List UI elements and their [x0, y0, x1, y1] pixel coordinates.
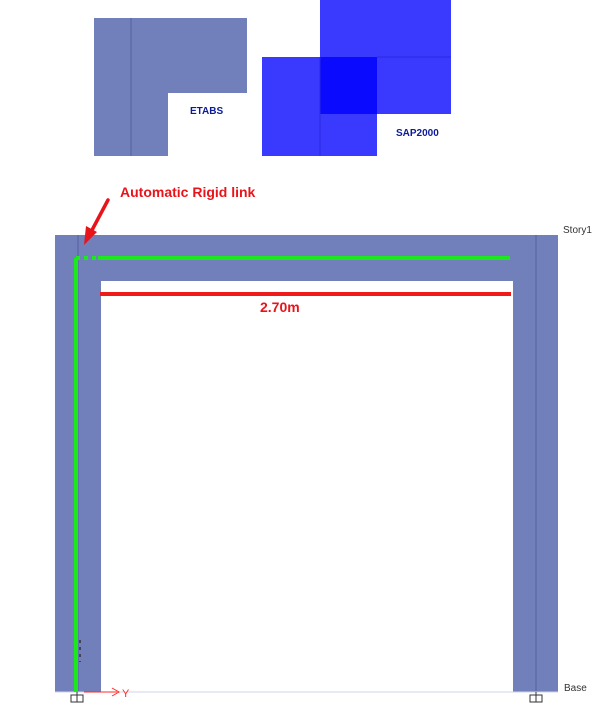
- etabs-l-shape: [94, 18, 247, 156]
- left-support-icon: [70, 692, 84, 703]
- etabs-section: [94, 18, 247, 156]
- portal-frame: [55, 235, 558, 693]
- sap-left-square: [262, 57, 320, 156]
- sap-bottom-square: [320, 114, 377, 156]
- base-label: Base: [564, 683, 587, 694]
- frame-opening: [101, 281, 513, 692]
- analytical-lines: [74, 256, 511, 692]
- arrow-head: [84, 226, 97, 245]
- rigid-link-arrow: [84, 198, 110, 245]
- right-support-icon: [529, 692, 543, 703]
- sap2000-section: [262, 0, 451, 156]
- sap-overlap-square: [320, 57, 377, 114]
- arrow-shaft: [89, 198, 110, 234]
- sap-right-square: [377, 57, 451, 114]
- supports: [70, 692, 543, 703]
- y-axis-arrow: [84, 687, 121, 697]
- story-label: Story1: [563, 225, 592, 236]
- dimension-label: 2.70m: [260, 299, 300, 315]
- axis-label: Y: [122, 688, 130, 700]
- axis-arrowhead: [111, 687, 121, 697]
- sap-top-square: [320, 0, 451, 57]
- sap2000-label: SAP2000: [396, 128, 439, 139]
- rigid-link-annotation: Automatic Rigid link: [120, 184, 256, 200]
- etabs-label: ETABS: [190, 106, 224, 117]
